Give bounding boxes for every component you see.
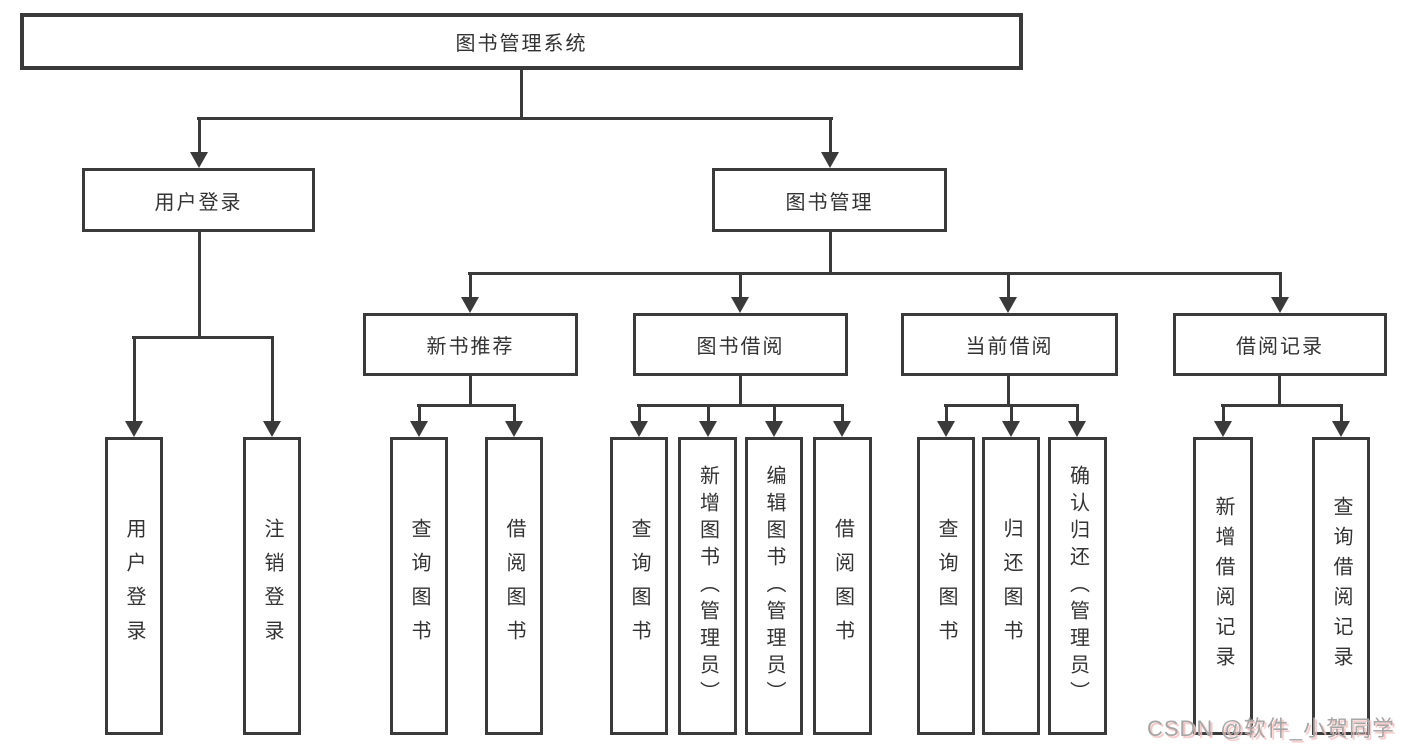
connector-vline	[739, 375, 742, 406]
node-borrowing-records: 借阅记录	[1173, 313, 1387, 376]
leaf-logout: 注销登录	[243, 437, 301, 735]
leaf-borrow-books: 借阅图书	[813, 437, 872, 735]
connector-hline	[468, 272, 1282, 275]
arrow-down	[821, 117, 839, 168]
arrow-down	[699, 404, 717, 437]
connector-vline	[198, 231, 201, 338]
arrow-down	[1271, 272, 1289, 313]
node-book-management: 图书管理	[712, 168, 947, 232]
arrow-down	[1332, 404, 1350, 437]
leaf-borrow-books: 借阅图书	[485, 437, 543, 735]
leaf-query-books: 查询图书	[917, 437, 975, 735]
connector-vline	[1278, 375, 1281, 406]
arrow-down	[1002, 404, 1020, 437]
leaf-user-login: 用户登录	[105, 437, 163, 735]
leaf-return-books: 归还图书	[982, 437, 1040, 735]
connector-hline	[1221, 404, 1343, 407]
node-user-login: 用户登录	[82, 168, 315, 232]
leaf-query-borrow-record: 查询借阅记录	[1312, 437, 1370, 735]
node-new-book-recommendation: 新书推荐	[363, 313, 578, 376]
connector-hline	[132, 336, 274, 339]
leaf-confirm-return-admin: 确认归还（管理员）	[1048, 437, 1107, 735]
node-book-borrowing: 图书借阅	[633, 313, 848, 376]
leaf-edit-books-admin: 编辑图书（管理员）	[745, 437, 803, 735]
connector-vline	[469, 375, 472, 406]
arrow-down	[833, 404, 851, 437]
leaf-query-books: 查询图书	[390, 437, 448, 735]
connector-vline	[1007, 375, 1010, 406]
arrow-down	[263, 336, 281, 437]
leaf-add-books-admin: 新增图书（管理员）	[678, 437, 737, 735]
leaf-query-books: 查询图书	[610, 437, 668, 735]
watermark: CSDN @软件_小贺同学	[1146, 716, 1395, 741]
leaf-add-borrow-record: 新增借阅记录	[1193, 437, 1253, 735]
arrow-down	[190, 117, 208, 168]
arrow-down	[999, 272, 1017, 313]
connector-vline	[829, 231, 832, 274]
node-library-system: 图书管理系统	[20, 13, 1023, 70]
connector-hline	[637, 404, 844, 407]
arrow-down	[1214, 404, 1232, 437]
connector-hline	[417, 404, 516, 407]
arrow-down	[125, 336, 143, 437]
arrow-down	[937, 404, 955, 437]
arrow-down	[461, 272, 479, 313]
connector-vline	[520, 69, 523, 120]
connector-hline	[197, 117, 833, 120]
arrow-down	[630, 404, 648, 437]
arrow-down	[505, 404, 523, 437]
arrow-down	[1068, 404, 1086, 437]
arrow-down	[410, 404, 428, 437]
node-current-borrowing: 当前借阅	[901, 313, 1118, 376]
arrow-down	[731, 272, 749, 313]
arrow-down	[765, 404, 783, 437]
